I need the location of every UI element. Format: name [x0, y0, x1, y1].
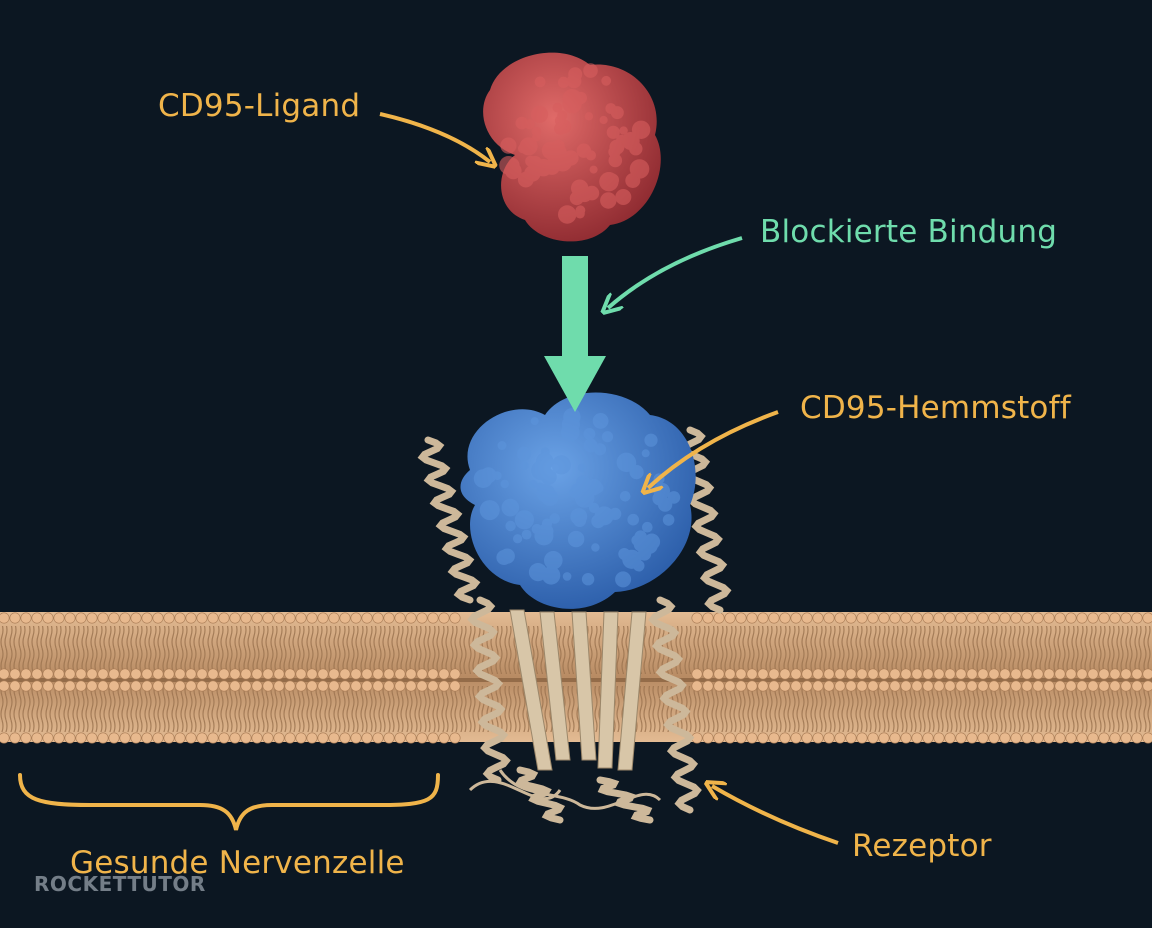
blocked-pointer — [608, 236, 743, 308]
ligand-pointer — [379, 112, 490, 162]
blocked-binding-arrow — [544, 256, 606, 412]
lipid-heads-top — [0, 612, 1152, 624]
blocked-binding-label: Blockierte Bindung — [760, 214, 1058, 250]
inhibitor-label: CD95-Hemmstoff — [800, 390, 1071, 426]
watermark-logo: ROCKETTUTOR — [34, 872, 206, 896]
ligand-label: CD95-Ligand — [158, 88, 361, 124]
receptor-label: Rezeptor — [852, 828, 992, 864]
cell-label: Gesunde Nervenzelle — [70, 845, 405, 881]
lipid-heads-bottom — [0, 732, 1152, 744]
inhibitor-protein — [460, 392, 696, 609]
lipid-heads-inner-top — [0, 668, 1152, 680]
cell-brace — [18, 773, 440, 831]
inhibitor-pointer — [648, 410, 779, 488]
lipid-heads-inner-bottom — [0, 680, 1152, 692]
ligand-protein — [483, 52, 661, 242]
receptor-protein — [417, 426, 732, 824]
receptor-pointer — [712, 786, 839, 845]
